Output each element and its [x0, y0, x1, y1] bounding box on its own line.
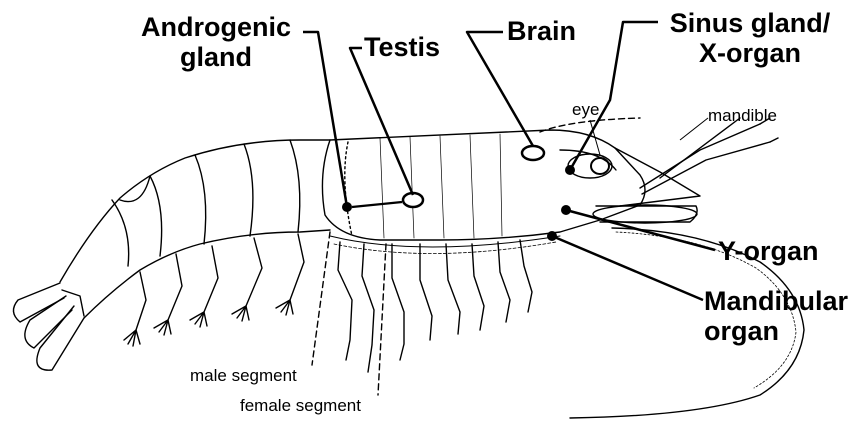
androgenic-gland-label-line1: Androgenic: [126, 12, 306, 42]
testis-label: Testis: [364, 32, 440, 62]
organ-markers: [342, 146, 575, 241]
sinus-gland-label-line1: Sinus gland/: [650, 8, 850, 38]
testis-marker: [403, 193, 423, 207]
female-segment-label: female segment: [240, 396, 361, 416]
head: [568, 148, 700, 223]
female-segment-marker: [378, 244, 386, 395]
brain-marker: [522, 146, 544, 160]
y-organ-label: Y-organ: [718, 236, 819, 266]
sinus-gland-label-line2: X-organ: [650, 38, 850, 68]
mandibular-organ-label: Mandibular organ: [704, 286, 848, 346]
carapace: [322, 118, 645, 240]
androgenic-gland-label: Androgenic gland: [126, 12, 306, 72]
male-segment-label: male segment: [190, 366, 297, 386]
swimmerets: [124, 234, 304, 346]
brain-label: Brain: [507, 16, 576, 46]
tail-fan: [13, 283, 84, 370]
mandibular-organ-label-line2: organ: [704, 316, 848, 346]
mandibular-organ-label-line1: Mandibular: [704, 286, 848, 316]
walking-legs: [330, 236, 560, 372]
abdomen: [60, 140, 330, 318]
androgenic-gland-label-line2: gland: [126, 42, 306, 72]
antennae: [570, 118, 804, 418]
sinus-gland-label: Sinus gland/ X-organ: [650, 8, 850, 68]
male-segment-marker: [312, 232, 330, 365]
thin-leader-lines: [590, 118, 708, 155]
eye-label: eye: [572, 100, 599, 120]
mandible-label: mandible: [708, 106, 777, 126]
